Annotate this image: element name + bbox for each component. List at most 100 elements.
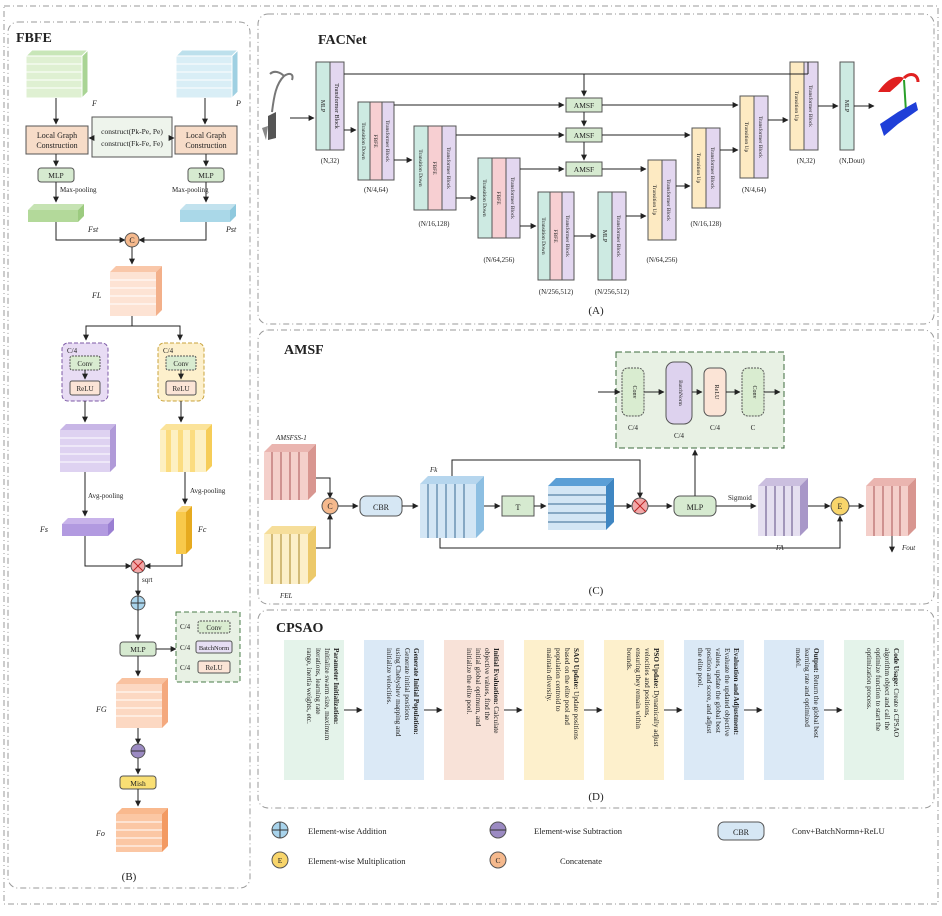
purple-conv-label: Conv [77, 360, 93, 368]
amsf-fa-block [758, 478, 808, 536]
inset-bn-label: BatchNorm [199, 645, 229, 652]
inset-relu-amsf-label: ReLU [713, 385, 719, 400]
amsf-fk-block [420, 476, 484, 538]
facnet-tb-1 [329, 61, 345, 151]
construct-box [91, 116, 173, 158]
purple-relu [69, 380, 101, 396]
amsf-fk-label: Fk [429, 466, 438, 474]
facnet-tb-10-label: Transformer Block [807, 85, 814, 127]
facnet-caption: (A) [588, 305, 604, 317]
dim-n64-256b: (N/64,256) [647, 256, 679, 264]
amsf-input-bottom-block [264, 526, 316, 584]
amsf-input-top-block [264, 444, 316, 500]
legend-addition: Element-wise Addition [308, 826, 387, 836]
inset-conv-label: Conv [206, 624, 222, 632]
amsf-panel: AMSF Conv BatchNorm ReLU Conv C/4 C/4 C/… [257, 329, 935, 605]
facnet-tb-6 [611, 191, 627, 281]
yellow-relu [165, 380, 197, 396]
fbfe-panel: FBFE F P Local Graph Construction Local … [7, 21, 251, 889]
dim-n32: (N,32) [321, 157, 340, 165]
facnet-tb-4 [505, 157, 521, 239]
mlp-left-label: MLP [48, 171, 63, 180]
facnet-tb-7-label: Transformer Block [665, 179, 672, 221]
amsf-skip-1-label: AMSF [574, 101, 594, 110]
cpsao-title: CPSAO [276, 621, 324, 636]
legend-concatenate: Concatenate [560, 856, 602, 866]
facnet-fbfe-2-label: FBFE [431, 161, 437, 175]
cpsao-caption: (D) [588, 791, 604, 803]
facnet-tb-5-label: Transformer Block [564, 215, 571, 257]
fg-feature-block [116, 678, 168, 728]
yellow-c4: C/4 [163, 347, 174, 355]
purple-relu-label: ReLU [76, 385, 93, 393]
cpsao-step-text-2: Generate Initial Population:Generate ini… [385, 648, 420, 737]
avgpool-left: Avg-pooling [88, 492, 124, 500]
cpsao-step-4 [524, 640, 584, 780]
facnet-tb-4-label: Transformer Block [509, 177, 516, 219]
cpsao-step-8 [844, 640, 904, 780]
amsf-input-bottom-label: FEL [279, 592, 293, 600]
facnet-fbfe-1-label: FBFE [372, 134, 378, 148]
facnet-tb-8 [705, 127, 721, 209]
inset-c4c: C/4 [710, 424, 721, 432]
f-label: F [91, 99, 97, 108]
input-point-cloud [262, 70, 294, 140]
fo-label: Fo [95, 829, 105, 838]
dim-n64-256: (N/64,256) [484, 256, 516, 264]
inset-bn [195, 640, 233, 654]
inset-c4b: C/4 [674, 432, 685, 440]
facnet-td-4-label: Transition Down [540, 217, 546, 254]
facnet-tu-3-label: Transition Up [743, 122, 749, 153]
facnet-tu-4-label: Transition Up [793, 91, 799, 122]
amsf-caption: (C) [589, 585, 604, 597]
mlp-fbfe-label: MLP [130, 645, 145, 654]
maxpool-left: Max-pooling [60, 186, 97, 194]
dim-n16-128b: (N/16,128) [691, 220, 723, 228]
cpsao-step-6 [684, 640, 744, 780]
inset-c: C [751, 424, 756, 432]
legend-c-symbol: C [495, 856, 500, 865]
yellow-conv-label: Conv [173, 360, 189, 368]
amsf-cbr-label: CBR [373, 503, 390, 512]
legend-cbr-box [717, 821, 765, 841]
facnet-tb-7 [661, 159, 677, 241]
cpsao-step-text-4: SAO Update: Update positionsbased on the… [545, 648, 580, 740]
fs-slab [62, 524, 108, 536]
concat-fbfe-label: C [129, 236, 134, 245]
amsf-transposed-block [548, 478, 614, 530]
fst-label: Fst [87, 225, 99, 234]
yellow-relu-label: ReLU [172, 385, 189, 393]
lgc-left-line2: Construction [36, 141, 77, 150]
amsf-fout-block [866, 478, 916, 536]
inset-relu [197, 660, 231, 674]
cpsao-step-text-6: Evaluation and Adjustment:Evaluate the u… [696, 648, 740, 736]
facnet-panel: FACNet MLP Transformer Block (N,32) Tran… [257, 13, 935, 325]
construct-line2: construct(Fk-Fe, Fe) [101, 139, 163, 148]
fs-label: Fs [39, 525, 48, 534]
cpsao-step-7 [764, 640, 824, 780]
inset-c4a: C/4 [628, 424, 639, 432]
amsf-skip-2-label: AMSF [574, 131, 594, 140]
cpsao-step-3 [444, 640, 504, 780]
legend-e-icon [271, 851, 289, 869]
fbfe-title: FBFE [16, 31, 52, 46]
fbfe-caption: (B) [122, 871, 137, 883]
fc-label: Fc [197, 525, 207, 534]
dim-n256-512: (N/256,512) [539, 288, 574, 296]
amsf-sigmoid-label: Sigmoid [728, 494, 752, 502]
dim-n256-512b: (N/256,512) [595, 288, 630, 296]
inset-c4-3: C/4 [180, 664, 191, 672]
cpsao-step-1 [284, 640, 344, 780]
amsf-concat-label: C [327, 502, 332, 511]
dim-n32b: (N,32) [797, 157, 816, 165]
lgc-right-line1: Local Graph [186, 131, 226, 140]
mlp-right-label: MLP [198, 171, 213, 180]
pst-slab [180, 210, 230, 222]
facnet-tb-3-label: Transformer Block [445, 147, 452, 189]
p-label: P [235, 99, 241, 108]
cpsao-panel: CPSAO Parameter Initialization:Initializ… [257, 609, 935, 809]
p-feature-block [174, 48, 240, 100]
facnet-td-3-label: Transition Down [481, 179, 487, 216]
maxpool-right: Max-pooling [172, 186, 209, 194]
